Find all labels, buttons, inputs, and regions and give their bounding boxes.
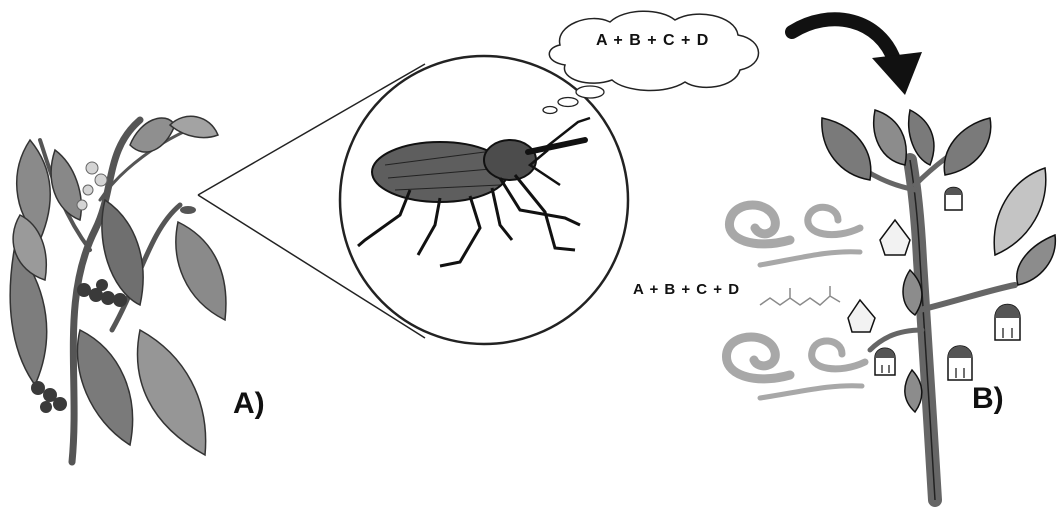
plant-a-leaf [77, 330, 132, 445]
plant-a-leaf [176, 222, 226, 320]
plant-b [822, 110, 1055, 500]
plant-b-branch [870, 330, 922, 350]
plant-a-bud [77, 200, 87, 210]
thought-cloud-formula: A + B + C + D [596, 32, 709, 50]
plant-b-flower [848, 300, 875, 332]
plant-b-leaf [905, 370, 922, 412]
plant-a-leaf [138, 330, 206, 455]
emission-formula: A + B + C + D [633, 281, 740, 298]
plant-b-leaf [1017, 235, 1055, 285]
panel-a-label: A) [233, 387, 265, 421]
panel-b-label: B) [972, 382, 1004, 416]
plant-b-bud [945, 188, 962, 211]
magnifier-circle [340, 56, 628, 344]
volatile-swirl-icon [729, 205, 860, 265]
weevil-small-icon [180, 206, 196, 214]
molecule-icon [760, 286, 840, 305]
curved-arrow-icon [792, 19, 922, 95]
volatile-swirl-icon [726, 337, 865, 398]
plant-a-bud [83, 185, 93, 195]
plant-b-bud [995, 305, 1020, 341]
plant-b-bud [948, 346, 972, 380]
plant-a [10, 116, 226, 462]
plant-b-bud [875, 348, 895, 375]
plant-b-leaf [994, 168, 1046, 255]
plant-a-bud [86, 162, 98, 174]
plant-a-leaf [51, 150, 81, 220]
plant-b-leaf [944, 118, 991, 175]
plant-b-leaf [874, 110, 907, 165]
berry-cluster [31, 381, 67, 413]
plant-b-leaf [822, 118, 871, 180]
plant-a-bud [95, 174, 107, 186]
plant-b-flower [880, 220, 910, 255]
plant-a-leaf [102, 200, 143, 305]
